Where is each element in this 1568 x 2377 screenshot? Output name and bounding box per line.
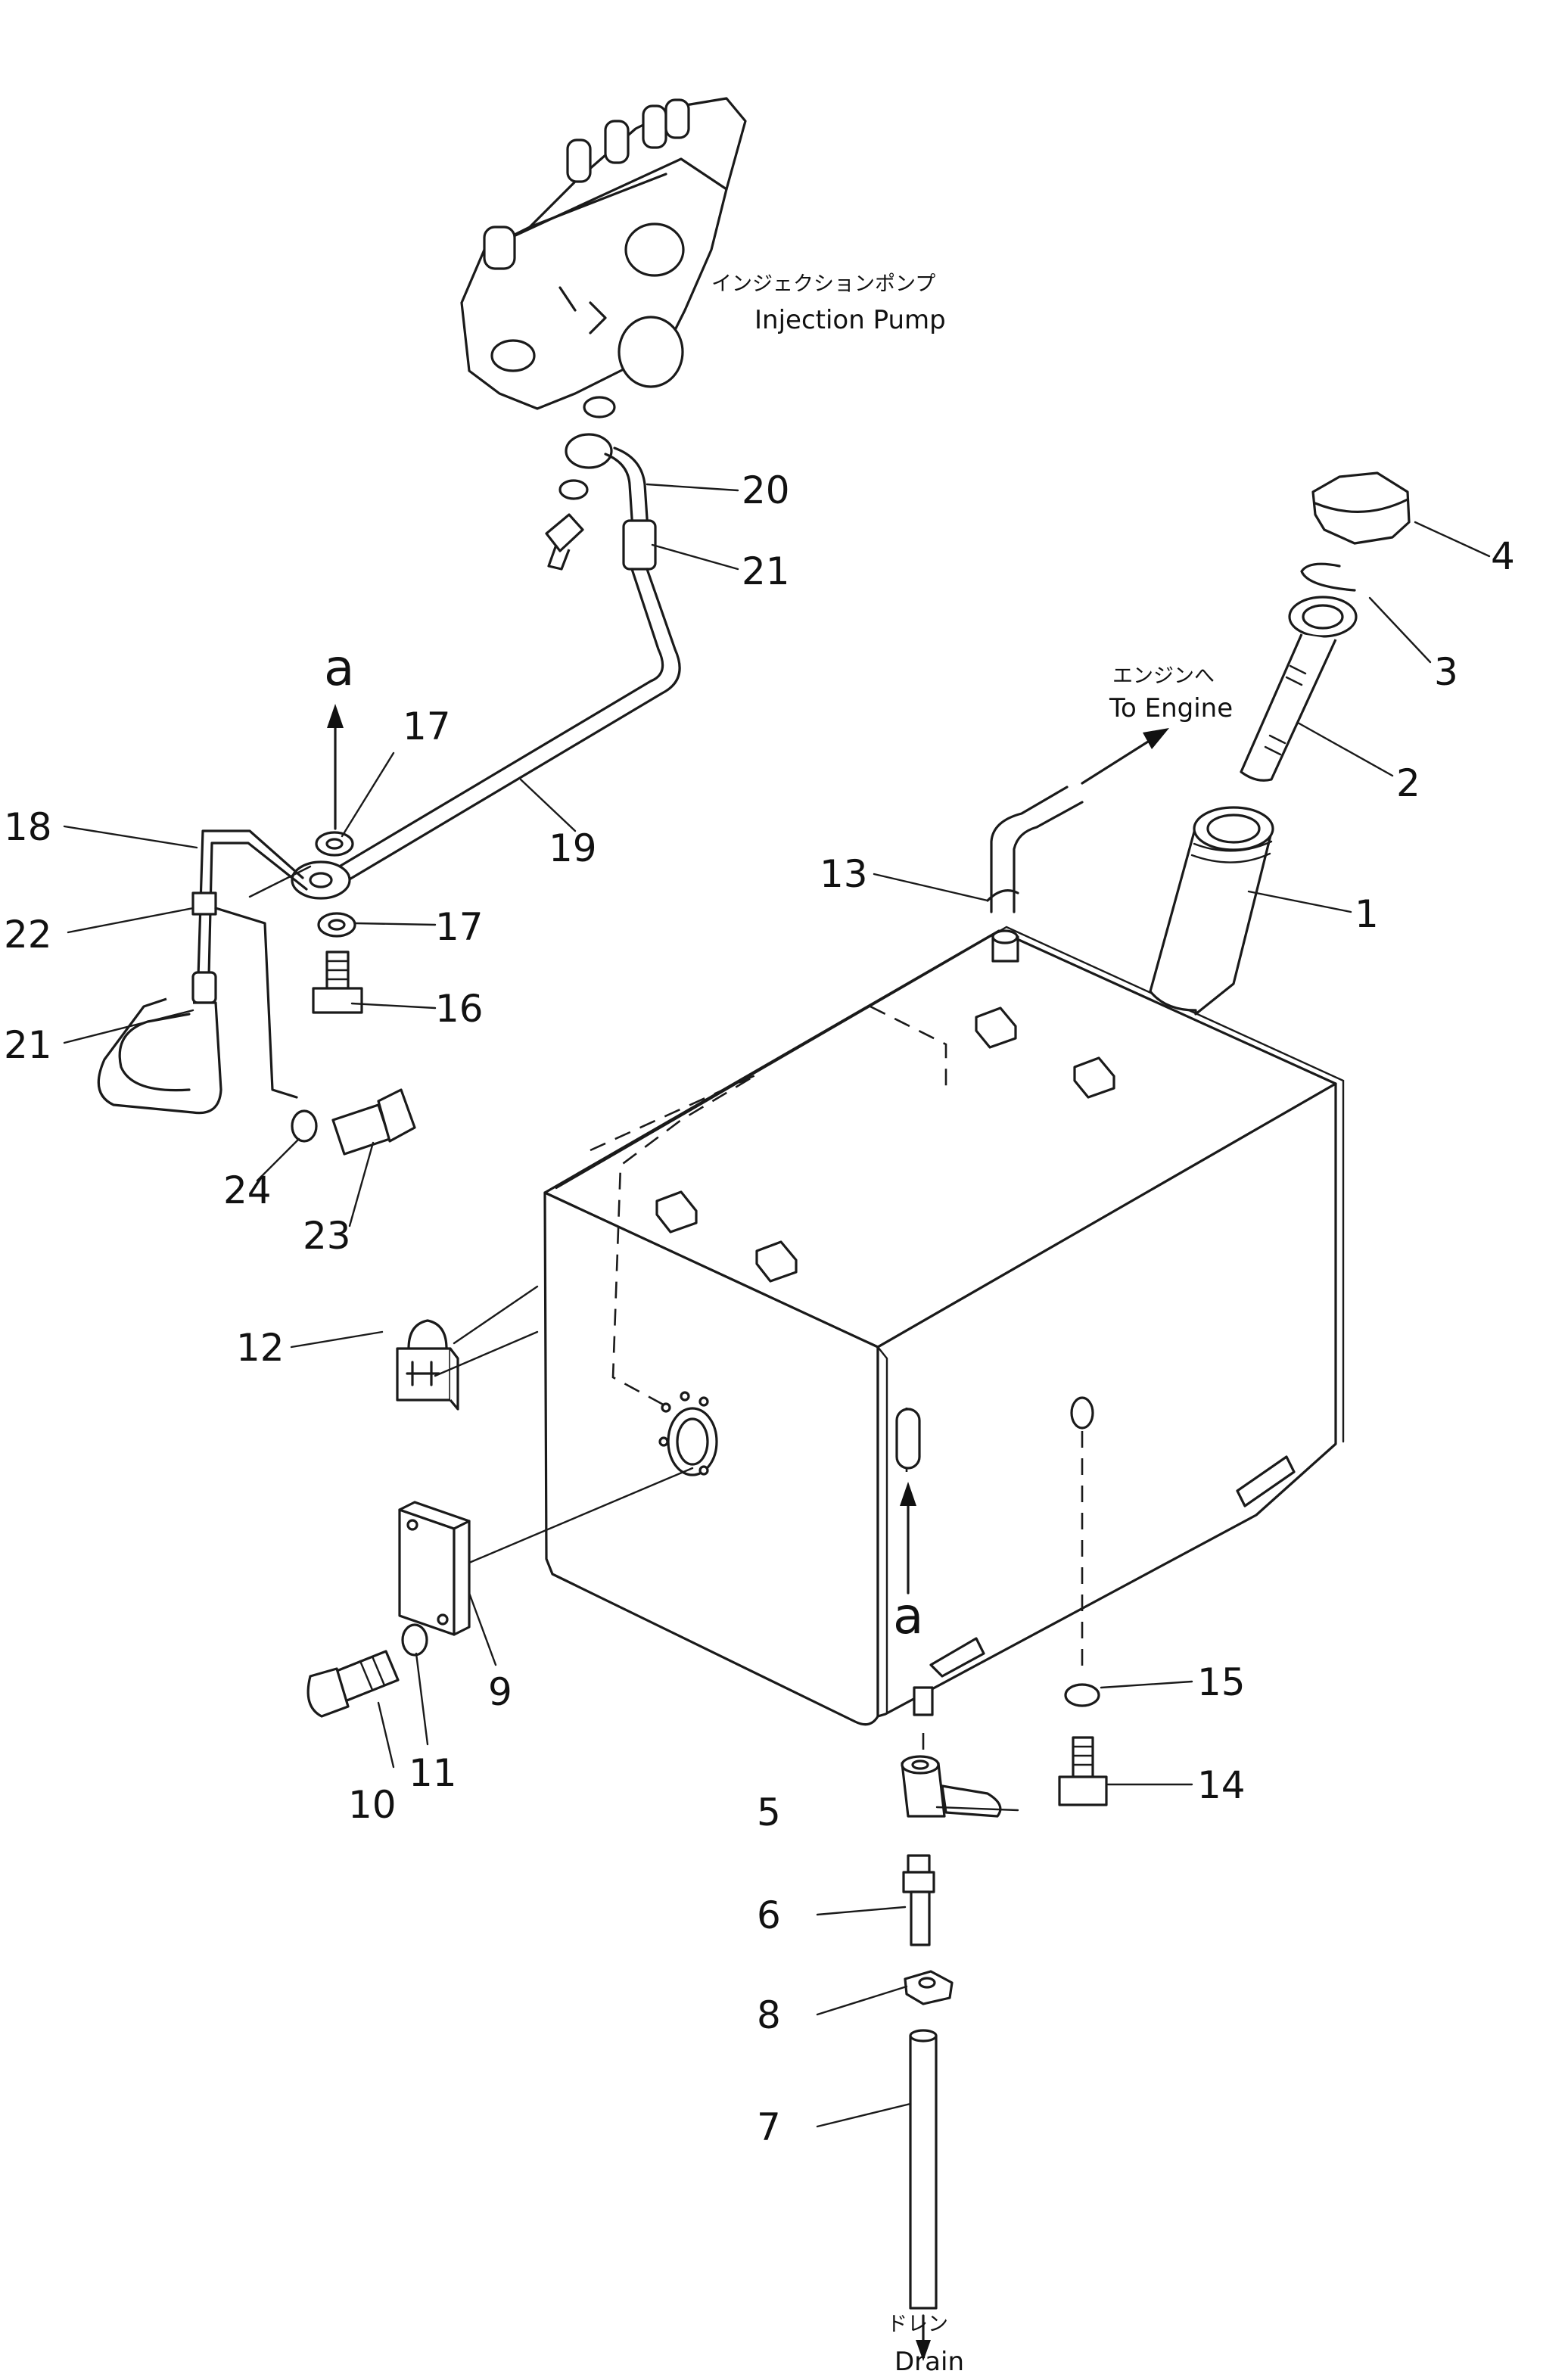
drain-boss	[913, 1686, 934, 1716]
part-number: 5	[757, 1791, 781, 1834]
fuel-tank-body	[543, 926, 1345, 1726]
filler-cap-4	[1311, 471, 1411, 545]
ring-3	[1300, 562, 1356, 592]
bolt-10	[306, 1650, 400, 1718]
pump-washer-lower	[558, 479, 589, 500]
part-number: 1	[1355, 892, 1379, 936]
filler-neck-1	[1149, 806, 1274, 1016]
strainer-2	[1240, 596, 1358, 782]
drain-label-jp: ドレン	[887, 2313, 948, 2336]
part-number: 18	[4, 805, 52, 849]
part-number: 22	[4, 913, 52, 957]
part-number: 2	[1396, 761, 1420, 805]
drain-hose-7	[909, 2029, 938, 2310]
part-number: 7	[757, 2105, 781, 2149]
clamp-13	[986, 889, 1019, 902]
part-number: 24	[223, 1168, 272, 1212]
return-pipe-assembly	[97, 829, 308, 1115]
padlock-12	[396, 1319, 459, 1411]
part-number: 23	[303, 1214, 351, 1258]
pump-banjo-bolt	[545, 513, 584, 571]
drain-valve-5	[901, 1755, 1002, 1818]
part-number: 16	[435, 987, 484, 1031]
injection-pump-label-en: Injection Pump	[754, 305, 946, 335]
part-number-labels: 1 2 3 4 5 6 7 8 9 10 11 12 13 14 15 16 1…	[4, 468, 1515, 2149]
bolt-23	[331, 1088, 416, 1156]
part-number: 21	[4, 1023, 52, 1067]
drain-cap-8	[904, 1970, 954, 2005]
drain-fitting-6	[902, 1854, 935, 1946]
part-number: 12	[236, 1326, 285, 1370]
part-number: 21	[742, 549, 790, 593]
part-number: 17	[435, 905, 484, 949]
part-number: 13	[820, 852, 868, 896]
vent-hose	[990, 786, 1069, 913]
part-number: 3	[1434, 650, 1458, 694]
leader-lines	[63, 483, 1491, 2128]
banjo-bolt-16	[312, 950, 363, 1014]
view-ref-a-bottom: a	[893, 1587, 923, 1645]
part-number: 10	[348, 1783, 397, 1827]
to-engine-label-en: To Engine	[1109, 693, 1233, 723]
bolt-14	[1058, 1736, 1108, 1806]
cover-plate-9	[398, 1501, 471, 1636]
injection-pump-drawing	[460, 97, 747, 410]
to-engine-label-jp: エンジンへ	[1112, 664, 1215, 688]
washer-11	[401, 1623, 428, 1657]
part-number: 11	[409, 1751, 457, 1795]
drain-label-en: Drain	[894, 2347, 964, 2377]
part-number: 9	[488, 1670, 512, 1714]
part-number: 19	[549, 826, 597, 870]
part-number: 20	[742, 468, 790, 512]
part-number: 14	[1197, 1763, 1246, 1807]
part-number: 8	[757, 1993, 781, 2037]
washer-24	[291, 1109, 318, 1143]
part-number: 6	[757, 1893, 781, 1937]
part-number: 15	[1197, 1660, 1246, 1704]
pump-washer-upper	[583, 396, 616, 418]
view-ref-a-top: a	[324, 639, 354, 697]
injection-pump-label-jp: インジェクションポンプ	[711, 272, 935, 296]
part-number: 17	[403, 705, 451, 748]
part-number: 4	[1491, 534, 1515, 578]
washer-15	[1064, 1683, 1100, 1707]
